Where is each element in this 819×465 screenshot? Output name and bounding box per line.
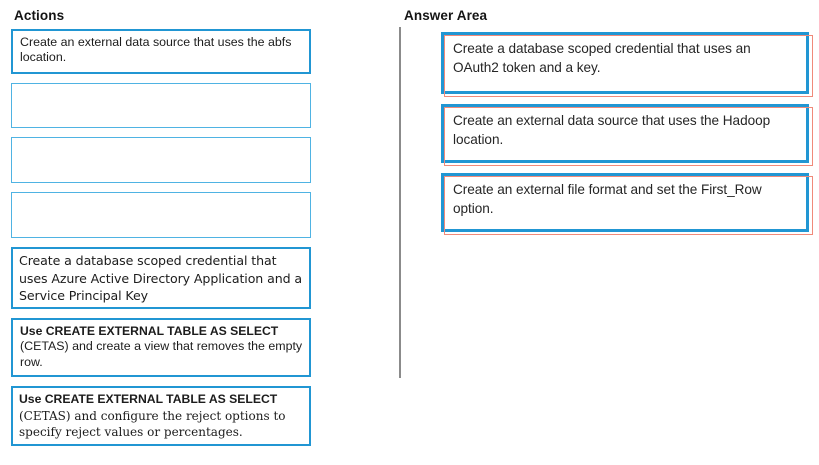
action-item-cetas-view-line2: (CETAS) and create a view that removes t… — [20, 339, 303, 369]
answer-slot-2: Create an external data source that uses… — [441, 104, 813, 166]
action-item-empty-slot-1[interactable] — [11, 83, 311, 128]
answer-area-title: Answer Area — [404, 8, 488, 23]
action-item-abfs-data-source[interactable]: Create an external data source that uses… — [11, 29, 311, 74]
answer-item-hadoop-data-source[interactable]: Create an external data source that uses… — [441, 104, 809, 163]
action-item-aad-service-principal-credential[interactable]: Create a database scoped credential that… — [11, 247, 311, 309]
actions-list: Create an external data source that uses… — [11, 29, 311, 455]
action-item-cetas-reject-line2: (CETAS) and configure the reject options… — [19, 408, 286, 440]
answer-slot-3: Create an external file format and set t… — [441, 173, 813, 235]
actions-column-title: Actions — [14, 8, 65, 23]
answer-slot-1: Create a database scoped credential that… — [441, 32, 813, 97]
answer-item-oauth2-credential[interactable]: Create a database scoped credential that… — [441, 32, 809, 94]
action-item-cetas-reject-options[interactable]: Use CREATE EXTERNAL TABLE AS SELECT (CET… — [11, 386, 311, 446]
answer-area-list: Create a database scoped credential that… — [441, 32, 813, 242]
action-item-cetas-reject-line1: Use CREATE EXTERNAL TABLE AS SELECT — [19, 392, 278, 406]
answer-item-external-file-format-first-row[interactable]: Create an external file format and set t… — [441, 173, 809, 232]
answer-area-divider — [399, 27, 401, 378]
action-item-cetas-view-line1: Use CREATE EXTERNAL TABLE AS SELECT — [20, 324, 279, 338]
action-item-empty-slot-2[interactable] — [11, 137, 311, 183]
action-item-empty-slot-3[interactable] — [11, 192, 311, 238]
action-item-cetas-view-empty-row[interactable]: Use CREATE EXTERNAL TABLE AS SELECT (CET… — [11, 318, 311, 377]
